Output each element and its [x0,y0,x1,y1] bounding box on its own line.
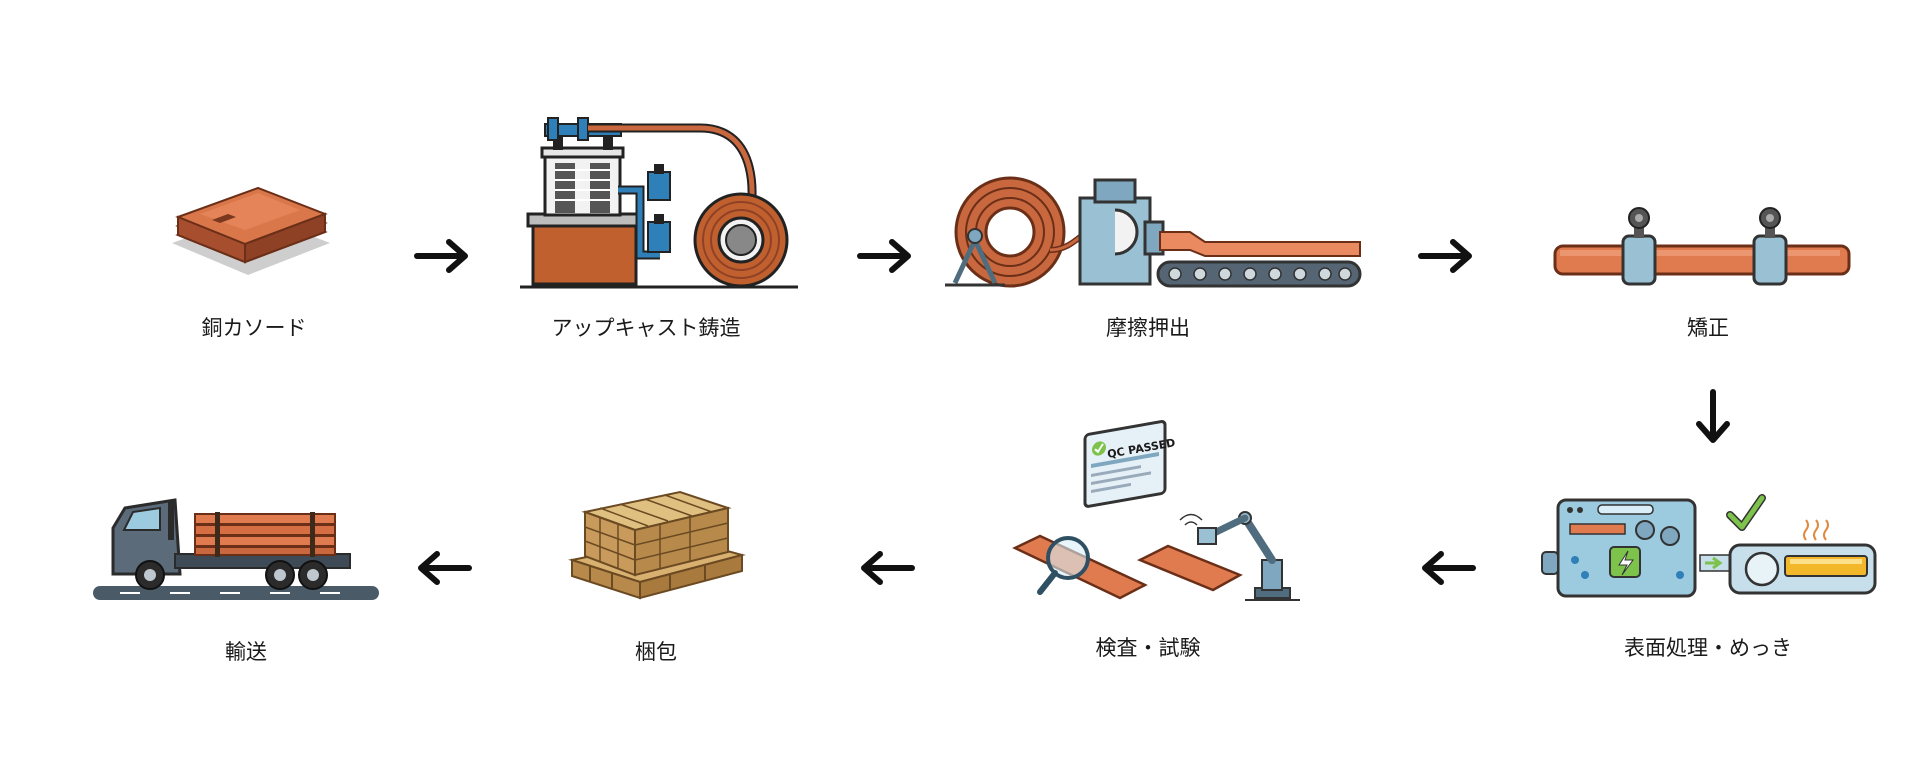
arrow-left-icon [861,551,915,585]
label-transport: 輸送 [225,640,267,664]
arrow-right-icon [414,239,468,273]
arrow-down-icon [1696,389,1730,443]
arrow-left-icon [418,551,472,585]
label-friction-extrusion: 摩擦押出 [1106,316,1190,340]
arrow-right-icon [1418,239,1472,273]
label-straightening: 矯正 [1687,316,1729,340]
arrow-right-icon [857,239,911,273]
label-surface-treatment: 表面処理・めっき [1624,636,1792,660]
label-upcast-casting: アップキャスト鋳造 [551,316,741,340]
label-packing: 梱包 [635,640,677,664]
label-inspection-testing: 検査・試験 [1095,636,1201,660]
arrow-left-icon [1422,551,1476,585]
qc-sign [1083,420,1167,508]
label-copper-cathode: 銅カソード [201,316,307,340]
